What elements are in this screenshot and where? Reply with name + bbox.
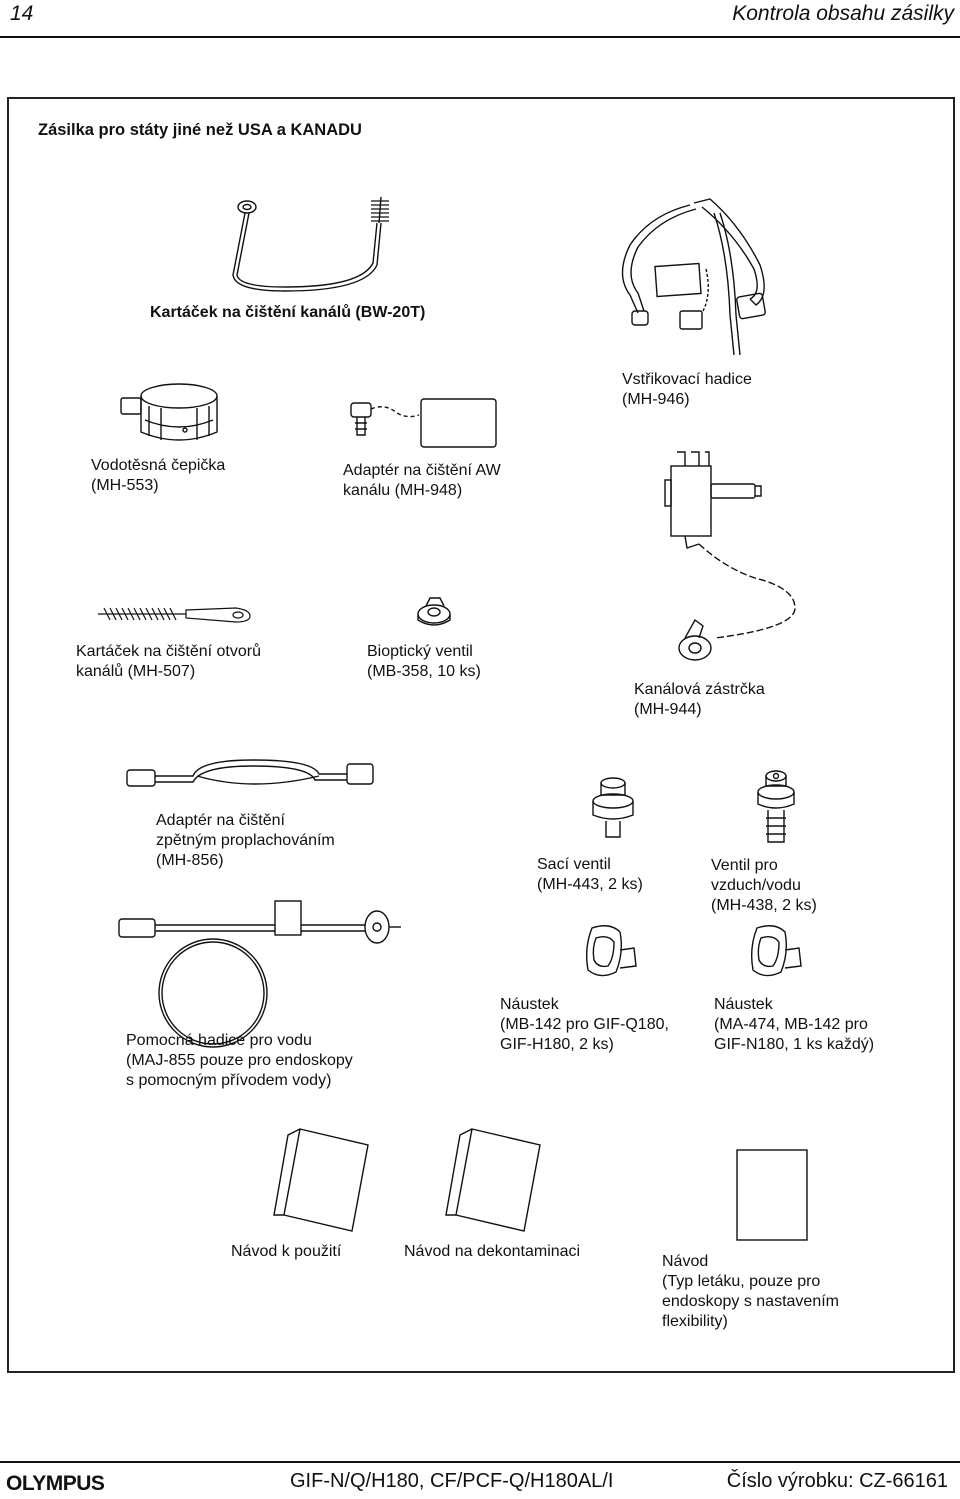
footer-rule <box>0 1461 960 1463</box>
label-mh948: Adaptér na čištění AW kanálu (MH-948) <box>343 462 501 499</box>
air-water-valve-illustration <box>757 770 795 843</box>
reprocessing-manual-illustration <box>445 1128 541 1232</box>
header-rule <box>0 36 960 38</box>
label-mh946: Vstřikovací hadice (MH-946) <box>622 371 752 408</box>
label-mh944: Kanálová zástrčka (MH-944) <box>634 681 765 718</box>
label-manual-use: Návod k použití <box>231 1243 342 1260</box>
label-mh443: Sací ventil (MH-443, 2 ks) <box>537 856 643 893</box>
suction-valve-illustration <box>592 777 634 838</box>
aw-channel-adapter-illustration <box>350 398 497 448</box>
content-frame <box>7 97 955 1373</box>
channel-brush-illustration <box>232 196 389 292</box>
leaflet-illustration <box>736 1149 808 1241</box>
label-bw20t: Kartáček na čištění kanálů (BW-20T) <box>150 304 426 321</box>
waterproof-cap-illustration <box>120 383 218 441</box>
page-title: Kontrola obsahu zásilky <box>732 2 954 25</box>
page-number: 14 <box>10 2 34 25</box>
label-maj855: Pomocná hadice pro vodu (MAJ-855 pouze p… <box>126 1032 353 1089</box>
olympus-logo: OLYMPUS <box>6 1472 105 1495</box>
footer-model: GIF-N/Q/H180, CF/PCF-Q/H180AL/I <box>290 1470 614 1492</box>
label-mb142: Náustek (MB-142 pro GIF-Q180, GIF-H180, … <box>500 996 669 1053</box>
mouthpiece-ma474-illustration <box>750 925 802 977</box>
section-title: Zásilka pro státy jiné než USA a KANADU <box>38 121 362 139</box>
label-mh438: Ventil pro vzduch/vodu (MH-438, 2 ks) <box>711 857 817 914</box>
channel-plug-illustration <box>664 451 796 661</box>
label-mh507: Kartáček na čištění otvorů kanálů (MH-50… <box>76 643 261 680</box>
label-manual-decon: Návod na dekontaminaci <box>404 1243 581 1260</box>
instruction-manual-illustration <box>273 1128 369 1232</box>
footer-product-number: Číslo výrobku: CZ-66161 <box>726 1470 948 1492</box>
biopsy-valve-illustration <box>417 597 451 626</box>
label-ma474: Náustek (MA-474, MB-142 pro GIF-N180, 1 … <box>714 996 875 1053</box>
label-mb358: Bioptický ventil (MB-358, 10 ks) <box>367 643 481 680</box>
mouthpiece-mb142-illustration <box>585 925 637 977</box>
auxiliary-water-tube-illustration <box>118 900 401 1048</box>
injection-tube-illustration <box>621 198 766 356</box>
label-mh553: Vodotěsná čepička (MH-553) <box>91 457 226 494</box>
opening-brush-illustration <box>98 607 251 623</box>
reverse-flush-adapter-illustration <box>126 759 374 787</box>
label-mh856: Adaptér na čištění zpětným proplachování… <box>156 812 335 869</box>
label-manual-leaflet: Návod (Typ letáku, pouze pro endoskopy s… <box>662 1253 839 1330</box>
